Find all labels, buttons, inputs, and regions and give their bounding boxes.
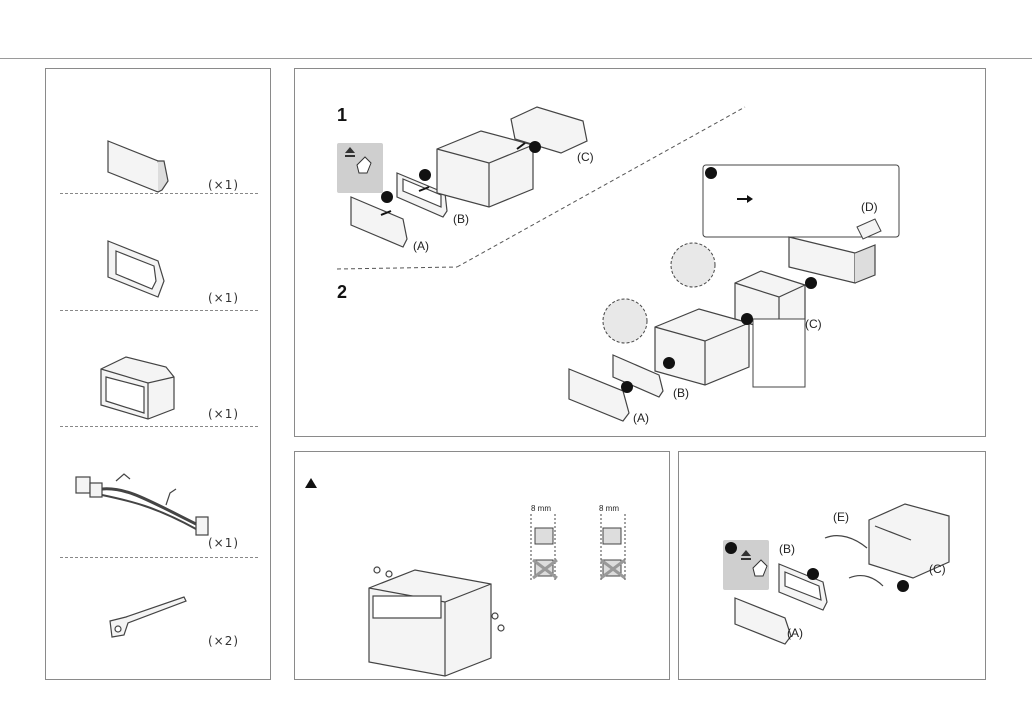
faceplate-step1: [351, 197, 407, 247]
label-e: (E): [833, 510, 849, 524]
extraction-key-part: [110, 597, 186, 637]
detail-box: [753, 319, 805, 387]
parts-list-panel: (×1) (×1) (×1) (×1) (×2): [45, 68, 271, 680]
label-c: (C): [929, 562, 946, 576]
divider: [60, 426, 258, 427]
installation-steps-panel: 1 2: [294, 68, 986, 437]
trim-plate-removal: [779, 564, 827, 610]
removal-panel: (E) (B) (C) (A): [678, 451, 986, 680]
eject-button-icon: [337, 143, 383, 193]
header-rule: [0, 58, 1032, 59]
unit-step1: [437, 131, 533, 207]
dashboard-opening: [789, 237, 875, 283]
trim-plate-part: [108, 241, 164, 297]
label-c: (C): [805, 317, 822, 331]
part-quantity: (×2): [208, 634, 239, 648]
part-quantity: (×1): [208, 536, 239, 550]
unit-step2: [655, 309, 749, 385]
label-a: (A): [787, 626, 803, 640]
unit-with-screws: [369, 567, 504, 676]
wiring-harness-part: [76, 474, 208, 535]
warning-icon: [305, 478, 317, 488]
caution-panel: 8 mm 8 mm: [294, 451, 670, 680]
faceplate-removal: [735, 598, 791, 644]
mounting-sleeve-part: [101, 357, 174, 419]
label-b: (B): [779, 542, 795, 556]
detail-zoom: [603, 299, 647, 343]
screw-length-label: 8 mm: [531, 504, 551, 513]
part-quantity: (×1): [208, 178, 239, 192]
part-quantity: (×1): [208, 291, 239, 305]
installation-diagram: [295, 69, 987, 438]
label-b: (B): [673, 386, 689, 400]
screw-size-diagram: [531, 514, 625, 582]
parts-illustrations: [46, 69, 272, 681]
label-d: (D): [861, 200, 878, 214]
divider: [60, 557, 258, 558]
caution-diagram: [295, 452, 671, 681]
label-c: (C): [577, 150, 594, 164]
part-quantity: (×1): [208, 407, 239, 421]
faceplate-part: [108, 141, 168, 192]
divider: [60, 310, 258, 311]
label-a: (A): [413, 239, 429, 253]
label-a: (A): [633, 411, 649, 425]
eject-button-icon: [723, 540, 769, 590]
detail-zoom: [671, 243, 715, 287]
divider: [60, 193, 258, 194]
label-b: (B): [453, 212, 469, 226]
screw-length-label: 8 mm: [599, 504, 619, 513]
